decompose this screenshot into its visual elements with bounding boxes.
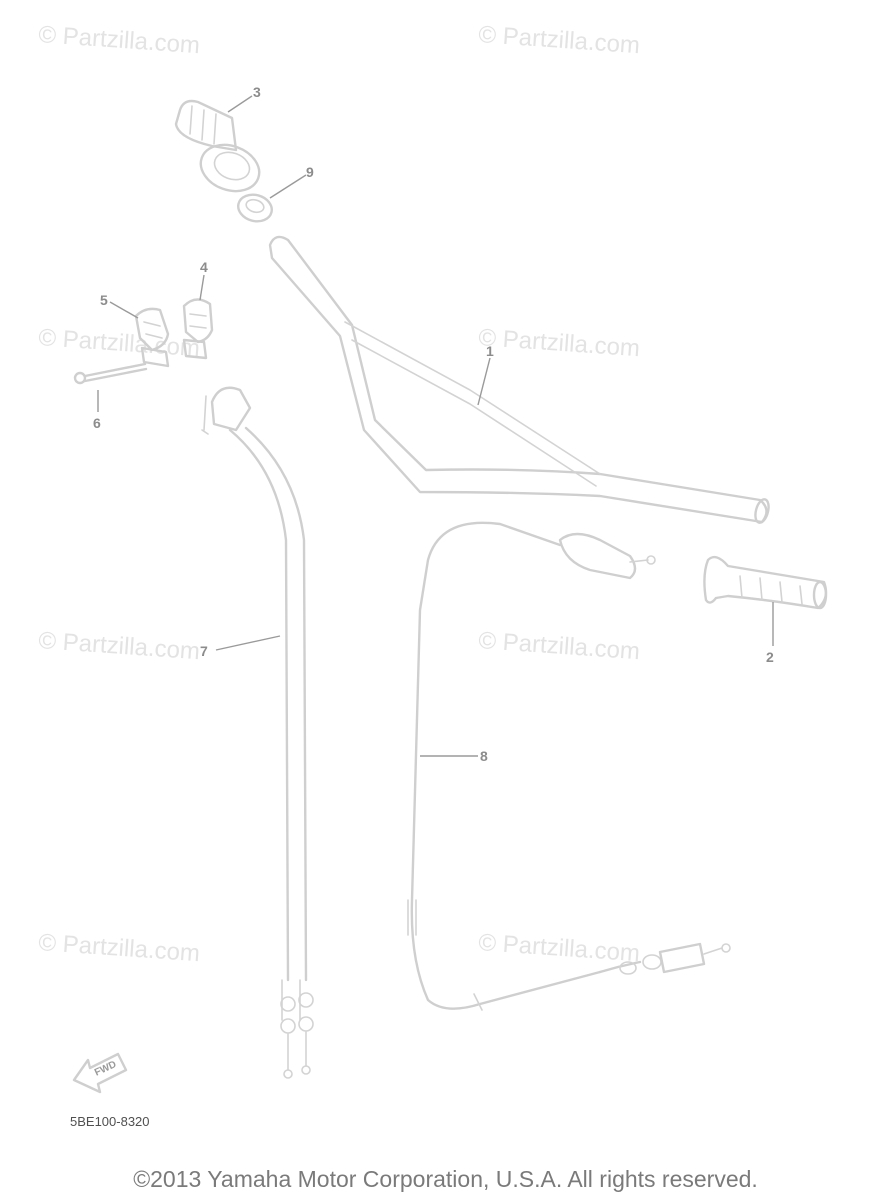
callout-7: 7 bbox=[200, 643, 208, 659]
forward-arrow: FWD bbox=[72, 1052, 128, 1094]
grip-collar[interactable] bbox=[235, 191, 275, 225]
watermark: © Partzilla.com bbox=[38, 21, 201, 59]
watermark: © Partzilla.com bbox=[38, 627, 201, 665]
diagram-code: 5BE100-8320 bbox=[70, 1114, 150, 1129]
callout-3: 3 bbox=[253, 84, 261, 100]
leader-lines bbox=[97, 95, 774, 757]
watermark: © Partzilla.com bbox=[478, 929, 641, 967]
callout-9: 9 bbox=[306, 164, 314, 180]
left-grip[interactable] bbox=[703, 555, 828, 610]
throttle-cable[interactable] bbox=[201, 386, 314, 1079]
clutch-cable[interactable] bbox=[407, 521, 731, 1011]
lever-holder-clamp[interactable] bbox=[134, 307, 170, 368]
watermark: © Partzilla.com bbox=[38, 324, 201, 362]
lever-holder[interactable] bbox=[182, 298, 214, 360]
throttle-grip[interactable] bbox=[174, 99, 266, 199]
callout-numbers: 3 9 4 5 6 1 2 7 8 bbox=[93, 84, 774, 764]
callout-6: 6 bbox=[93, 415, 101, 431]
watermark: © Partzilla.com bbox=[478, 21, 641, 59]
callout-8: 8 bbox=[480, 748, 488, 764]
callout-2: 2 bbox=[766, 649, 774, 665]
clamp-bolt[interactable] bbox=[73, 362, 148, 385]
callout-1: 1 bbox=[486, 343, 494, 359]
handlebar[interactable] bbox=[268, 235, 771, 524]
watermark: © Partzilla.com bbox=[478, 324, 641, 362]
callout-5: 5 bbox=[100, 292, 108, 308]
watermark: © Partzilla.com bbox=[38, 929, 201, 967]
copyright-notice: ©2013 Yamaha Motor Corporation, U.S.A. A… bbox=[133, 1166, 758, 1192]
watermark: © Partzilla.com bbox=[478, 627, 641, 665]
callout-4: 4 bbox=[200, 259, 208, 275]
